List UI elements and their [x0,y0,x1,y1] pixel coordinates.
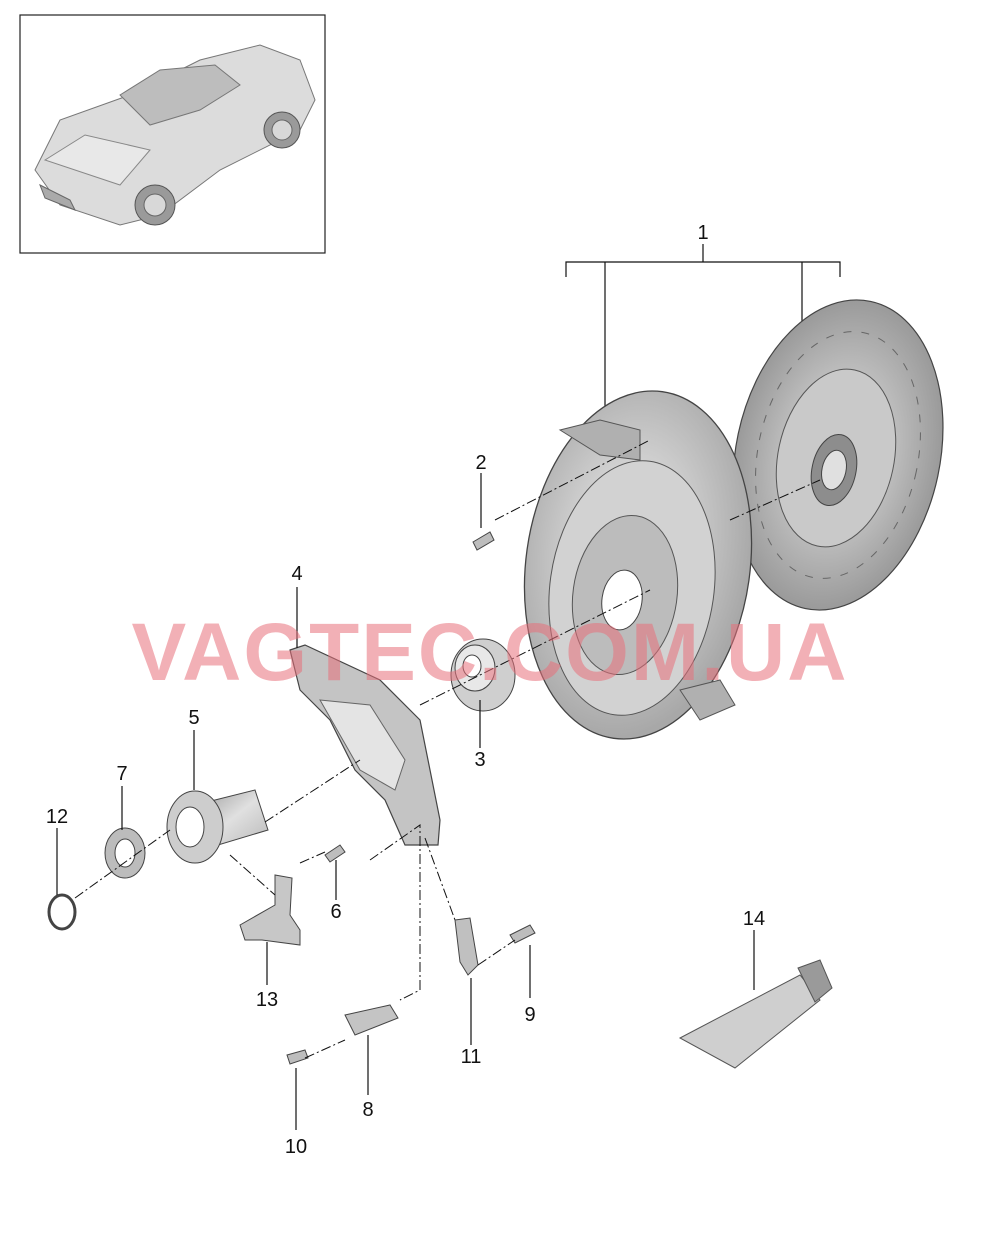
callout-5: 5 [188,707,199,729]
leader-lines [56,473,755,1130]
callout-13: 13 [256,989,278,1011]
screw-item-10 [286,1049,309,1065]
callout-14: 14 [743,908,765,930]
bracket-item-1 [565,244,841,420]
watermark-text: VAGTEC.COM.UA [132,607,849,698]
bracket-item-13 [239,874,301,946]
spring-clip [454,917,479,976]
screw-item-6 [324,844,346,863]
callout-labels: 1 2 3 4 5 6 7 8 9 10 11 12 13 14 [46,222,765,1158]
ball-stud [344,1004,399,1036]
guide-sleeve [166,789,269,864]
release-bearing [450,638,516,712]
pressure-plate [523,390,753,740]
car-illustration [34,44,316,226]
shaft-seal [104,827,146,879]
callout-6: 6 [330,901,341,923]
screw-item-9 [509,924,536,944]
assembly-lines [74,439,821,1059]
callout-4: 4 [291,563,302,585]
o-ring [47,893,77,931]
callout-2: 2 [475,452,486,474]
callout-7: 7 [116,763,127,785]
vehicle-thumbnail [19,14,326,254]
callout-9: 9 [524,1004,535,1026]
grease-tube [678,959,833,1069]
callout-11: 11 [461,1046,482,1068]
bolt-item-2 [472,531,495,551]
callout-10: 10 [285,1136,307,1158]
release-fork [289,644,441,846]
callout-1: 1 [697,222,708,244]
callout-8: 8 [362,1099,373,1121]
clutch-disc [732,299,944,611]
callout-12: 12 [46,806,68,828]
callout-3: 3 [474,749,485,771]
